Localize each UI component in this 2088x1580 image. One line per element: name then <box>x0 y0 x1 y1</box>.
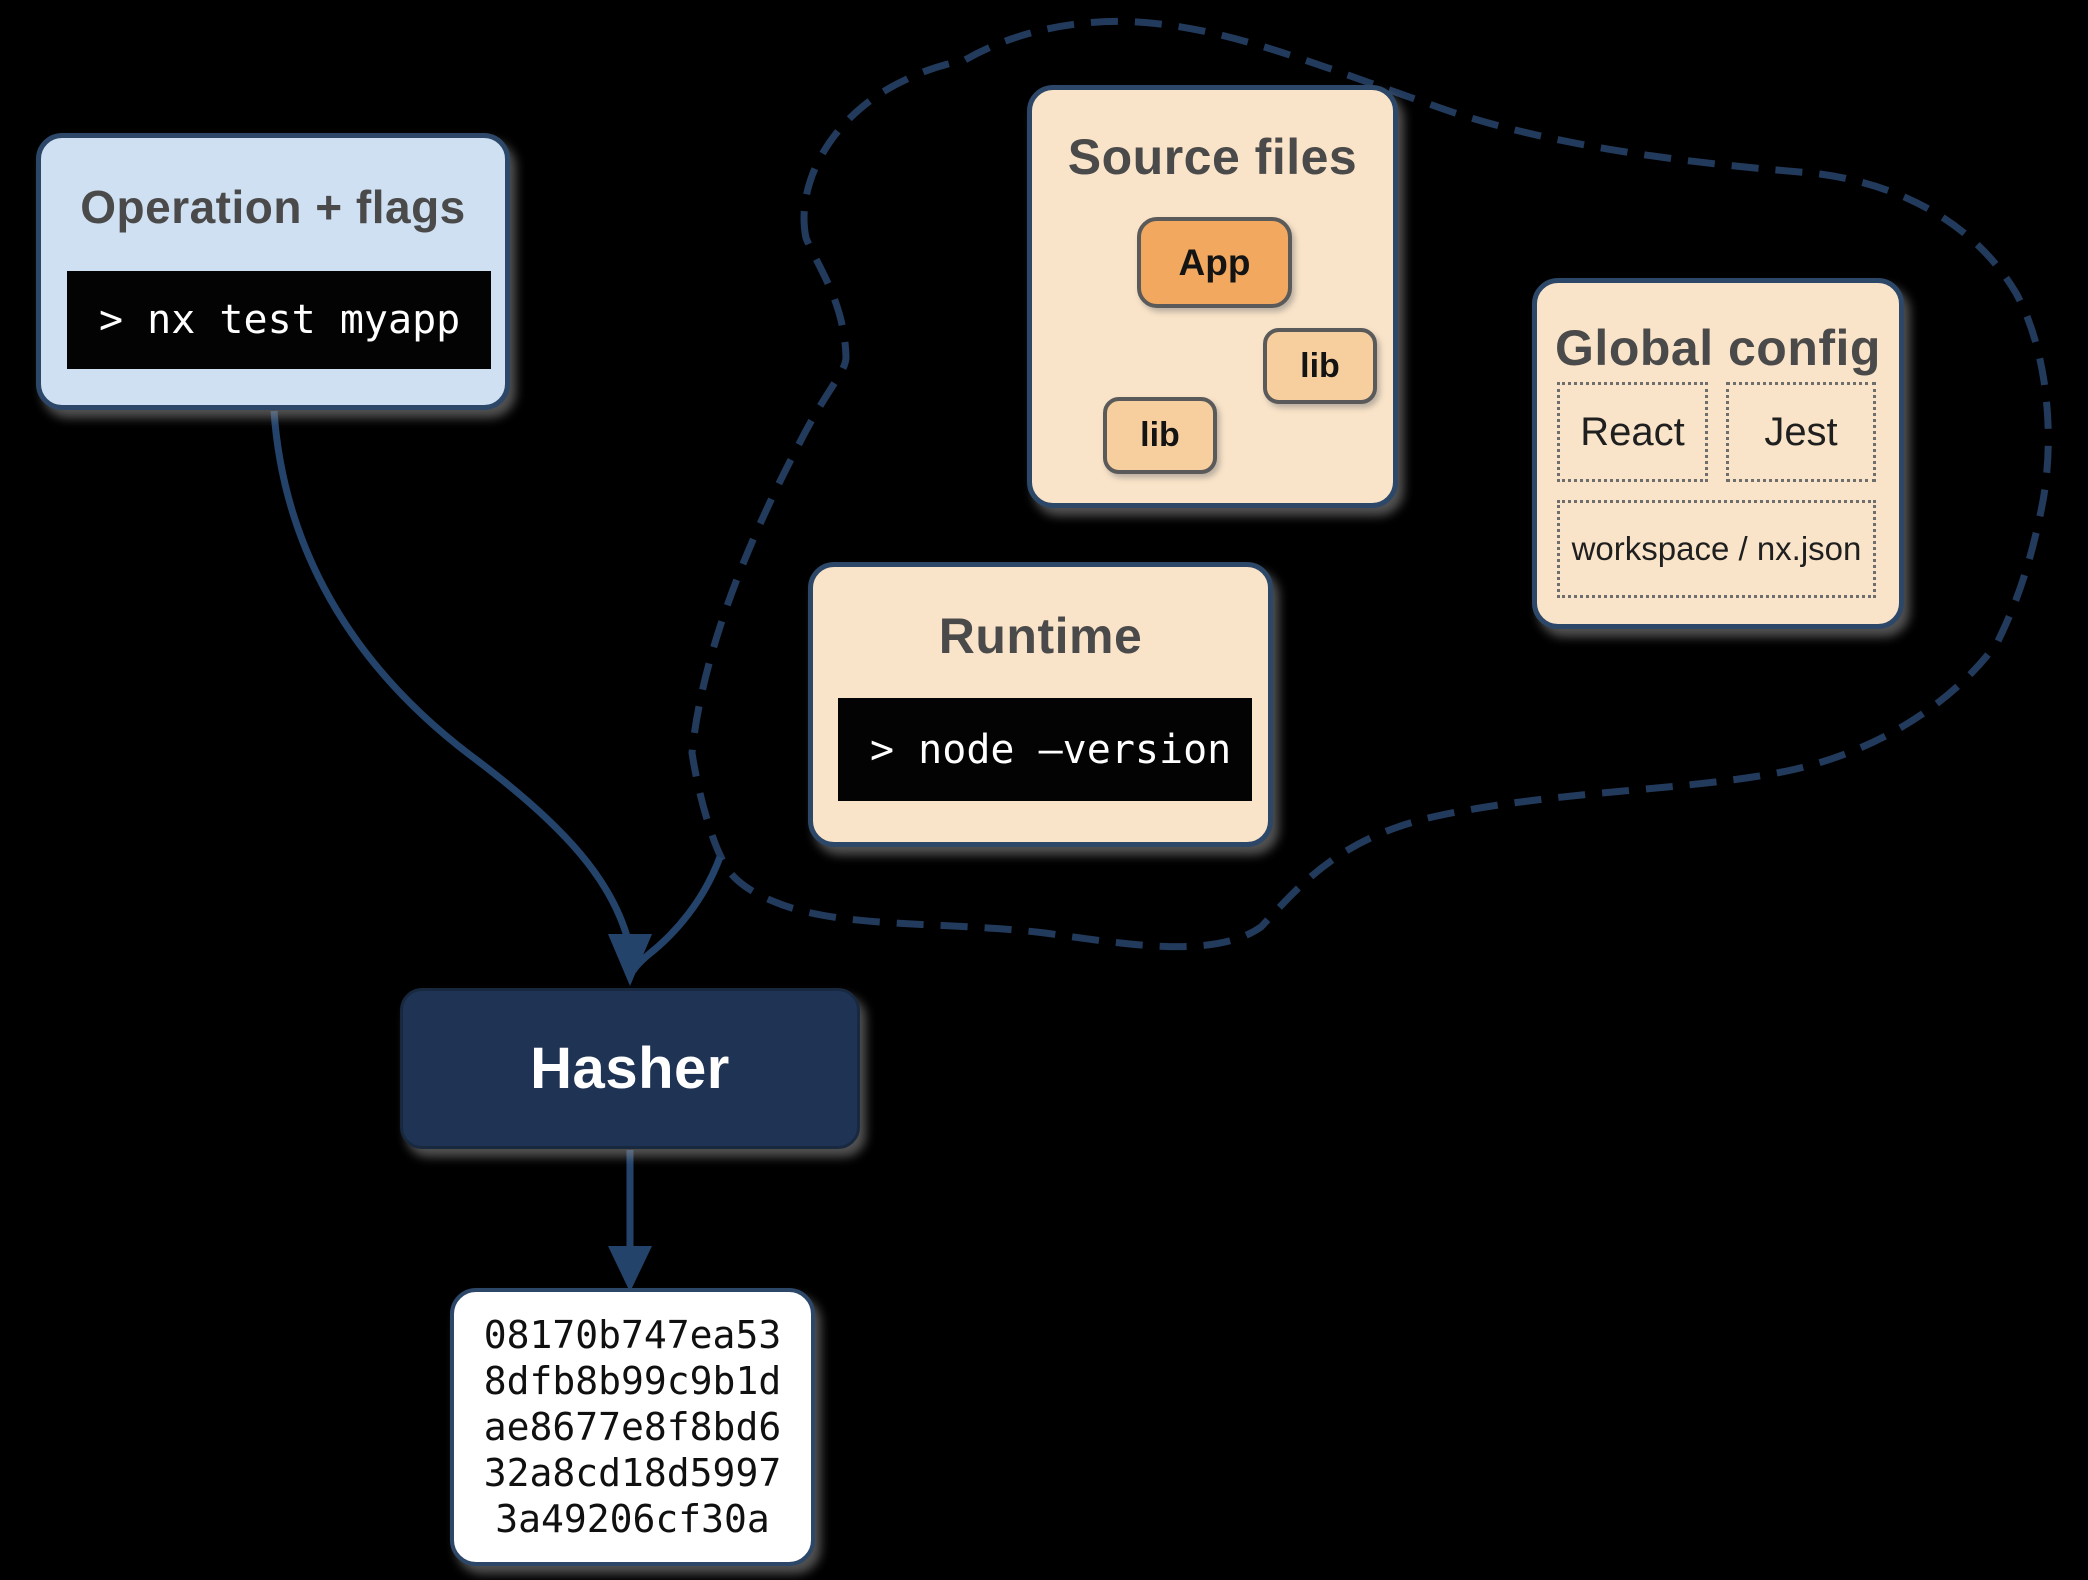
operation-command-text: > nx test myapp <box>99 297 461 343</box>
lib-node-left: lib <box>1103 397 1217 474</box>
source-files-title: Source files <box>1067 129 1358 185</box>
lib-node-right: lib <box>1263 328 1377 404</box>
runtime-terminal: > node –version <box>838 698 1252 801</box>
edge-cloud-to-hasher <box>629 855 724 973</box>
cloud-outline <box>688 17 2052 951</box>
edge-operation-to-hasher <box>270 410 632 941</box>
operation-flags-title: Operation + flags <box>80 181 466 233</box>
arrowhead-into-hasher-icon <box>608 934 652 986</box>
app-node: App <box>1137 217 1292 308</box>
hasher-label: Hasher <box>530 1036 730 1101</box>
global-config-jest-cell: Jest <box>1726 382 1876 482</box>
hash-line: ae8677e8f8bd6 <box>483 1405 782 1449</box>
operation-flags-box: Operation + flags > nx test myapp <box>36 133 510 410</box>
hash-output-box: 08170b747ea53 8dfb8b99c9b1d ae8677e8f8bd… <box>450 1288 815 1566</box>
runtime-title: Runtime <box>938 608 1143 664</box>
hash-line: 08170b747ea53 <box>483 1313 782 1357</box>
runtime-command-text: > node –version <box>870 726 1232 773</box>
global-config-title: Global config <box>1555 320 1881 376</box>
global-config-react-cell: React <box>1557 382 1708 482</box>
hash-line: 8dfb8b99c9b1d <box>483 1359 782 1403</box>
runtime-box: Runtime > node –version <box>808 562 1273 847</box>
global-config-box: Global config React Jest workspace / nx.… <box>1532 278 1904 629</box>
hasher-box: Hasher <box>400 988 860 1149</box>
global-config-workspace-cell: workspace / nx.json <box>1557 500 1876 598</box>
hash-line: 3a49206cf30a <box>495 1497 770 1541</box>
operation-terminal: > nx test myapp <box>67 271 491 369</box>
hash-line: 32a8cd18d5997 <box>483 1451 782 1495</box>
arrowhead-into-hash-icon <box>608 1246 652 1292</box>
source-files-box: Source files App lib lib <box>1027 85 1398 508</box>
